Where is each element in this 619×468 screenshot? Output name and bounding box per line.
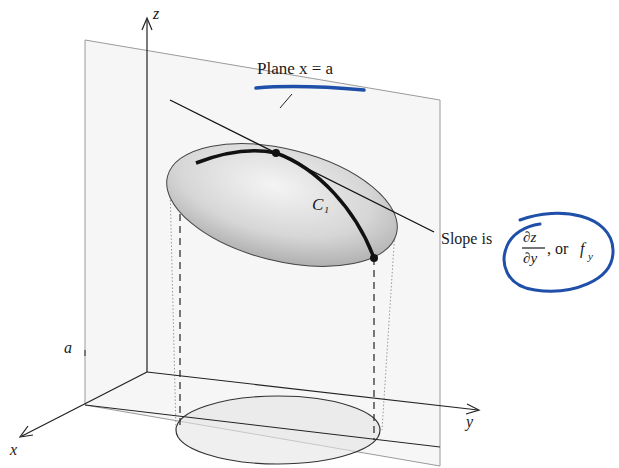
surface-cap [154,122,410,288]
subscript: y [588,251,593,262]
fraction-denominator: ∂y [523,251,537,266]
function-symbol: f [580,241,584,257]
arrowhead [20,426,33,437]
x-axis [22,372,147,436]
trace-line [85,405,440,447]
z-axis [146,20,147,372]
plane-x-a [85,40,440,466]
curve-c1 [196,151,374,258]
blue-circle [504,213,613,291]
leader-line [280,94,292,108]
axis-label: y [466,414,473,430]
arrowhead [466,404,479,414]
projection-line [179,190,180,428]
curve-label: C₁ [312,196,329,213]
slope-text: Slope is [441,231,492,247]
y-axis [147,372,478,410]
slope-text: , or [547,241,568,257]
axis-label: z [153,6,159,22]
plane-label: Plane x = a [257,60,333,77]
blue-underline [256,87,364,90]
projection-line [373,258,374,440]
axis-label: x [10,442,17,458]
cylinder-wall [170,186,176,430]
fraction-bar [522,247,545,248]
tick [85,350,86,356]
tangent-point [272,149,280,157]
curve-endpoint [370,254,378,262]
fraction-numerator: ∂z [523,230,536,245]
axis-point-label: a [64,340,72,356]
arrowhead [142,18,152,30]
base-ellipse [176,396,380,464]
tangent-line [170,100,434,232]
